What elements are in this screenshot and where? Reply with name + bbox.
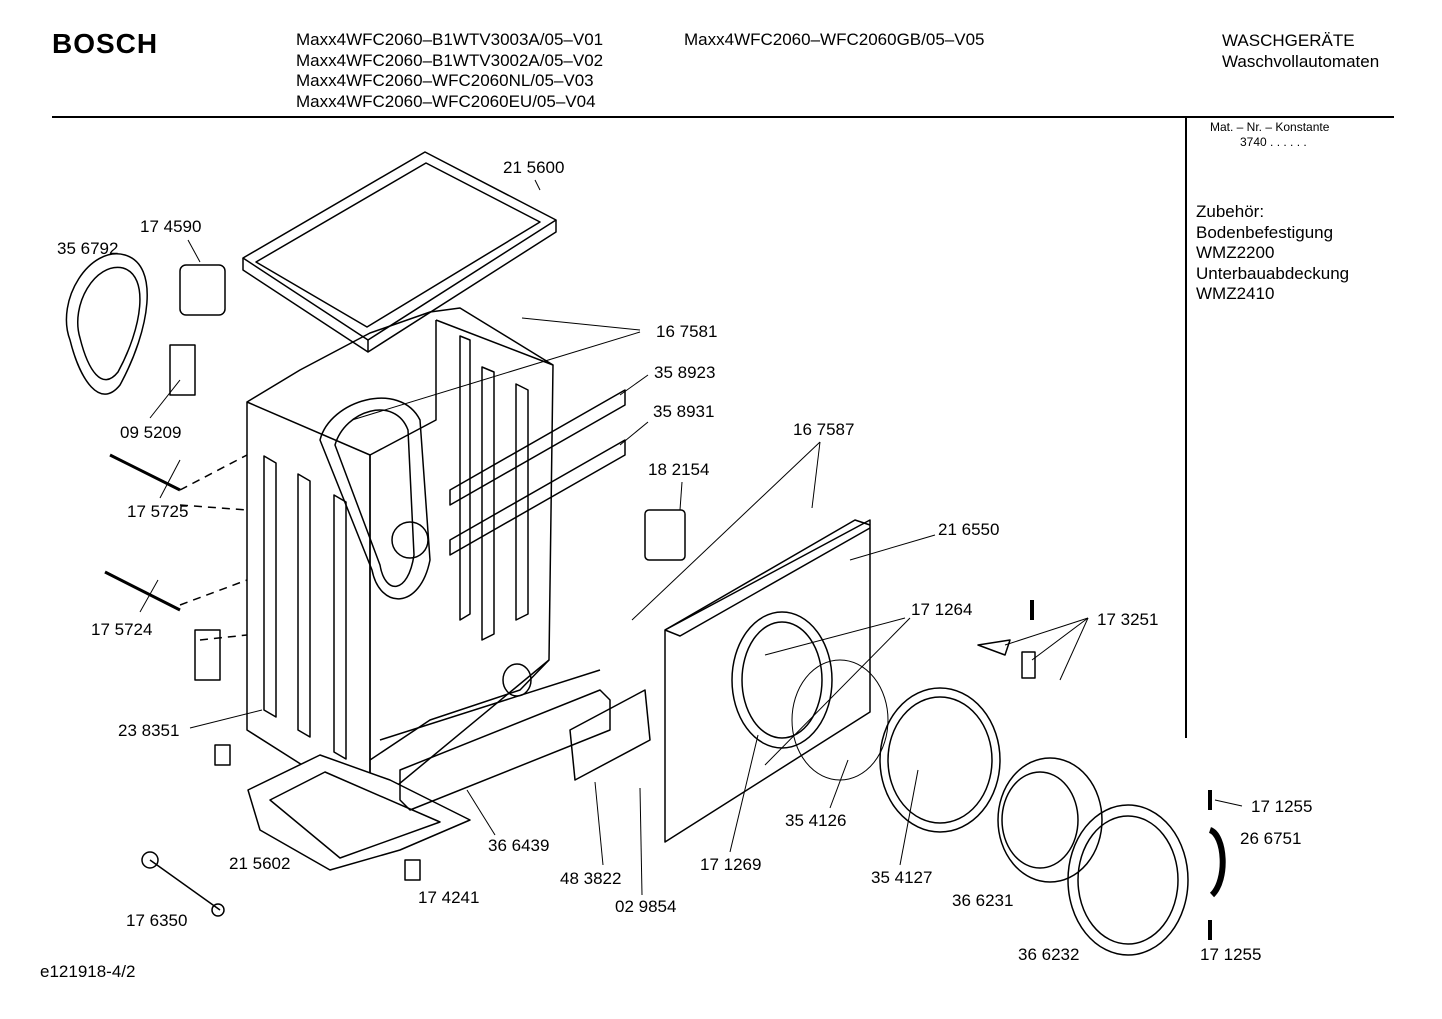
part-label: 17 5724 bbox=[91, 620, 153, 639]
part-label: 36 6231 bbox=[952, 891, 1014, 910]
model-line: Maxx4WFC2060–B1WTV3003A/05–V01 bbox=[296, 30, 604, 49]
part-label: 48 3822 bbox=[560, 869, 622, 888]
hinge-drawing bbox=[644, 509, 686, 561]
part-label: 35 4127 bbox=[871, 868, 933, 887]
foot-drawing-2 bbox=[404, 859, 421, 881]
part-label: 16 7587 bbox=[793, 420, 855, 439]
accessory-line: Zubehör: bbox=[1196, 202, 1265, 221]
brand-logo: BOSCH bbox=[52, 28, 159, 59]
mat-value: 3740 . . . . . . bbox=[1240, 135, 1307, 149]
detergent-drawer-drawing bbox=[399, 689, 611, 811]
model-list-left: Maxx4WFC2060–B1WTV3003A/05–V01 Maxx4WFC2… bbox=[296, 30, 603, 112]
part-label: 35 8931 bbox=[653, 402, 715, 421]
door-frame-drawing bbox=[879, 687, 1001, 833]
part-label: 35 8923 bbox=[654, 363, 716, 382]
model-line: Maxx4WFC2060–WFC2060NL/05–V03 bbox=[296, 71, 594, 90]
accessory-line: WMZ2410 bbox=[1196, 284, 1275, 303]
material-constant: Mat. – Nr. – Konstante 3740 . . . . . . bbox=[1210, 120, 1329, 150]
part-label: 02 9854 bbox=[615, 897, 677, 916]
category: WASCHGERÄTE Waschvollautomaten bbox=[1222, 30, 1379, 72]
rail-lower-drawing bbox=[449, 439, 626, 556]
part-label: 17 4590 bbox=[140, 217, 202, 236]
part-label: 35 6792 bbox=[57, 239, 119, 258]
drawer-handle-drawing bbox=[569, 689, 651, 781]
wrench-drawing bbox=[149, 859, 221, 911]
part-label: 18 2154 bbox=[648, 460, 710, 479]
part-label: 17 4241 bbox=[418, 888, 480, 907]
gasket-drawing bbox=[65, 253, 148, 395]
part-label: 21 5600 bbox=[503, 158, 565, 177]
accessory-line: Bodenbefestigung bbox=[1196, 222, 1334, 242]
header-rule bbox=[52, 116, 1394, 118]
part-label: 23 8351 bbox=[118, 721, 180, 740]
part-label: 17 1264 bbox=[911, 600, 973, 619]
part-label: 17 6350 bbox=[126, 911, 188, 930]
sidebar-divider bbox=[1185, 118, 1187, 738]
foot-drawing bbox=[214, 744, 231, 766]
bolt-drawing-2 bbox=[104, 570, 181, 612]
door-bowl-drawing bbox=[997, 757, 1103, 883]
cabinet-drawing bbox=[246, 307, 601, 809]
base-plate-drawing bbox=[247, 754, 471, 871]
lock-housing-drawing bbox=[179, 264, 226, 316]
part-label: 16 7581 bbox=[656, 322, 718, 341]
part-label: 17 1255 bbox=[1200, 945, 1262, 964]
part-label: 35 4126 bbox=[785, 811, 847, 830]
drawing-id: e121918-4/2 bbox=[40, 962, 136, 981]
accessory-line: WMZ2200 bbox=[1196, 243, 1275, 262]
part-label: 17 1269 bbox=[700, 855, 762, 874]
top-lid-drawing bbox=[242, 151, 557, 353]
rail-upper-drawing bbox=[449, 389, 626, 506]
part-label: 21 6550 bbox=[938, 520, 1000, 539]
part-label: 17 3251 bbox=[1097, 610, 1159, 629]
bolt-drawing bbox=[109, 453, 181, 492]
accessory-line: Unterbauabdeckung bbox=[1196, 263, 1350, 283]
part-label: 26 6751 bbox=[1240, 829, 1302, 848]
front-panel-drawing bbox=[664, 519, 871, 843]
model-line: Maxx4WFC2060–WFC2060EU/05–V04 bbox=[296, 91, 596, 111]
part-label: 36 6232 bbox=[1018, 945, 1080, 964]
model-line-right: Maxx4WFC2060–WFC2060GB/05–V05 bbox=[684, 30, 985, 49]
part-label: 21 5602 bbox=[229, 854, 291, 873]
model-line: Maxx4WFC2060–B1WTV3002A/05–V02 bbox=[296, 50, 604, 70]
category-subtitle: Waschvollautomaten bbox=[1222, 52, 1380, 71]
mat-label: Mat. – Nr. – Konstante bbox=[1210, 120, 1330, 134]
part-label: 17 1255 bbox=[1251, 797, 1313, 816]
accessories-list: Zubehör: Bodenbefestigung WMZ2200 Unterb… bbox=[1196, 202, 1349, 305]
category-title: WASCHGERÄTE bbox=[1222, 31, 1355, 50]
part-label: 17 5725 bbox=[127, 502, 189, 521]
part-label: 09 5209 bbox=[120, 423, 182, 442]
part-label: 36 6439 bbox=[488, 836, 550, 855]
door-outer-ring-drawing bbox=[1067, 804, 1189, 956]
